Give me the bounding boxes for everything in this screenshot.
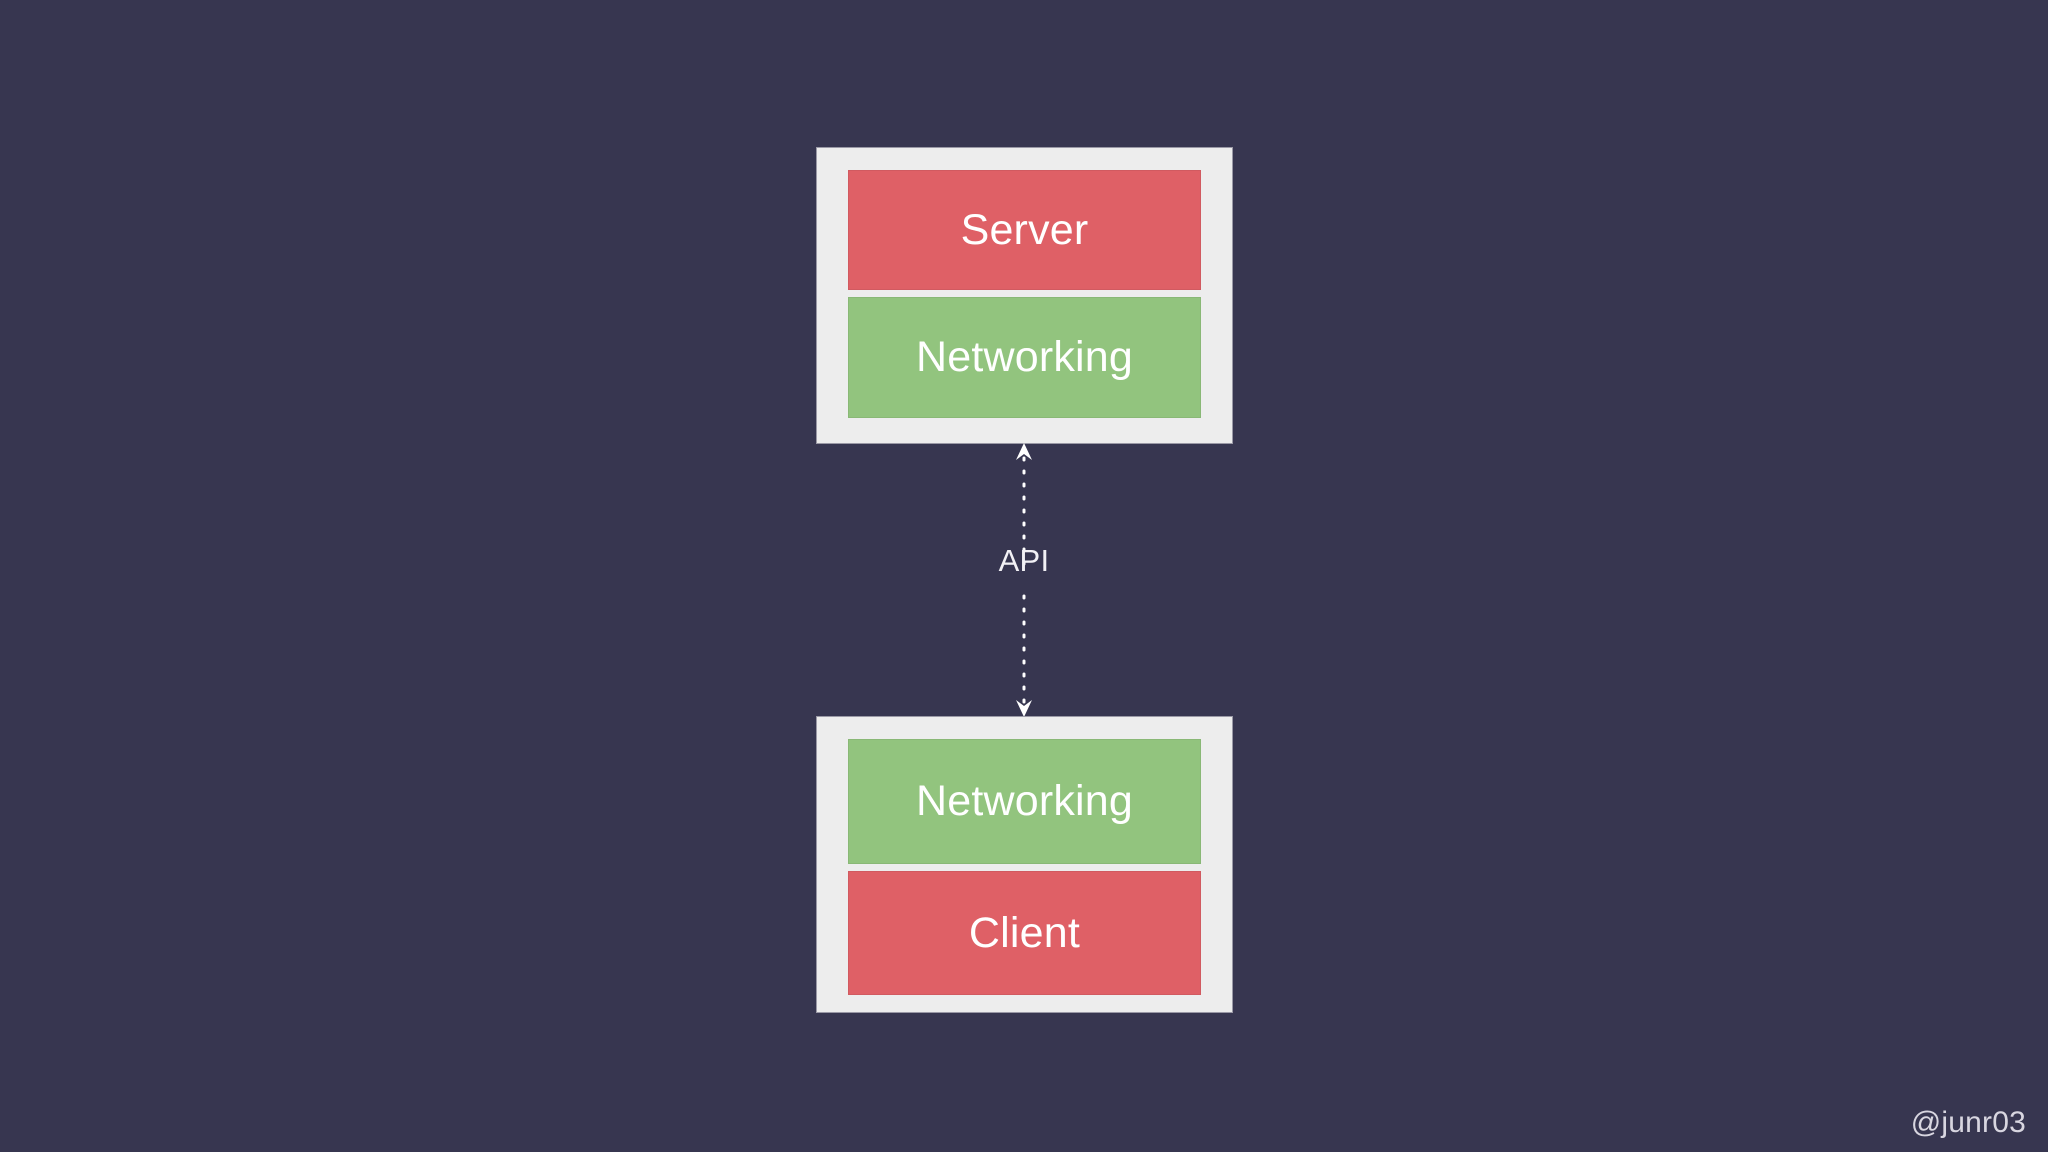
connector-arrowhead-down xyxy=(1016,700,1032,717)
node-client[interactable]: Networking Client xyxy=(816,716,1233,1013)
connector-arrowhead-up xyxy=(1016,443,1032,460)
node-server[interactable]: Server Networking xyxy=(816,147,1233,444)
api-connector-label: API xyxy=(998,543,1050,578)
layer-server-application[interactable]: Server xyxy=(848,170,1201,290)
author-watermark: @junr03 xyxy=(1910,1106,2026,1139)
layer-client-application[interactable]: Client xyxy=(848,871,1201,995)
layer-client-networking[interactable]: Networking xyxy=(848,739,1201,864)
layer-server-networking[interactable]: Networking xyxy=(848,297,1201,418)
api-connector xyxy=(1016,443,1032,717)
